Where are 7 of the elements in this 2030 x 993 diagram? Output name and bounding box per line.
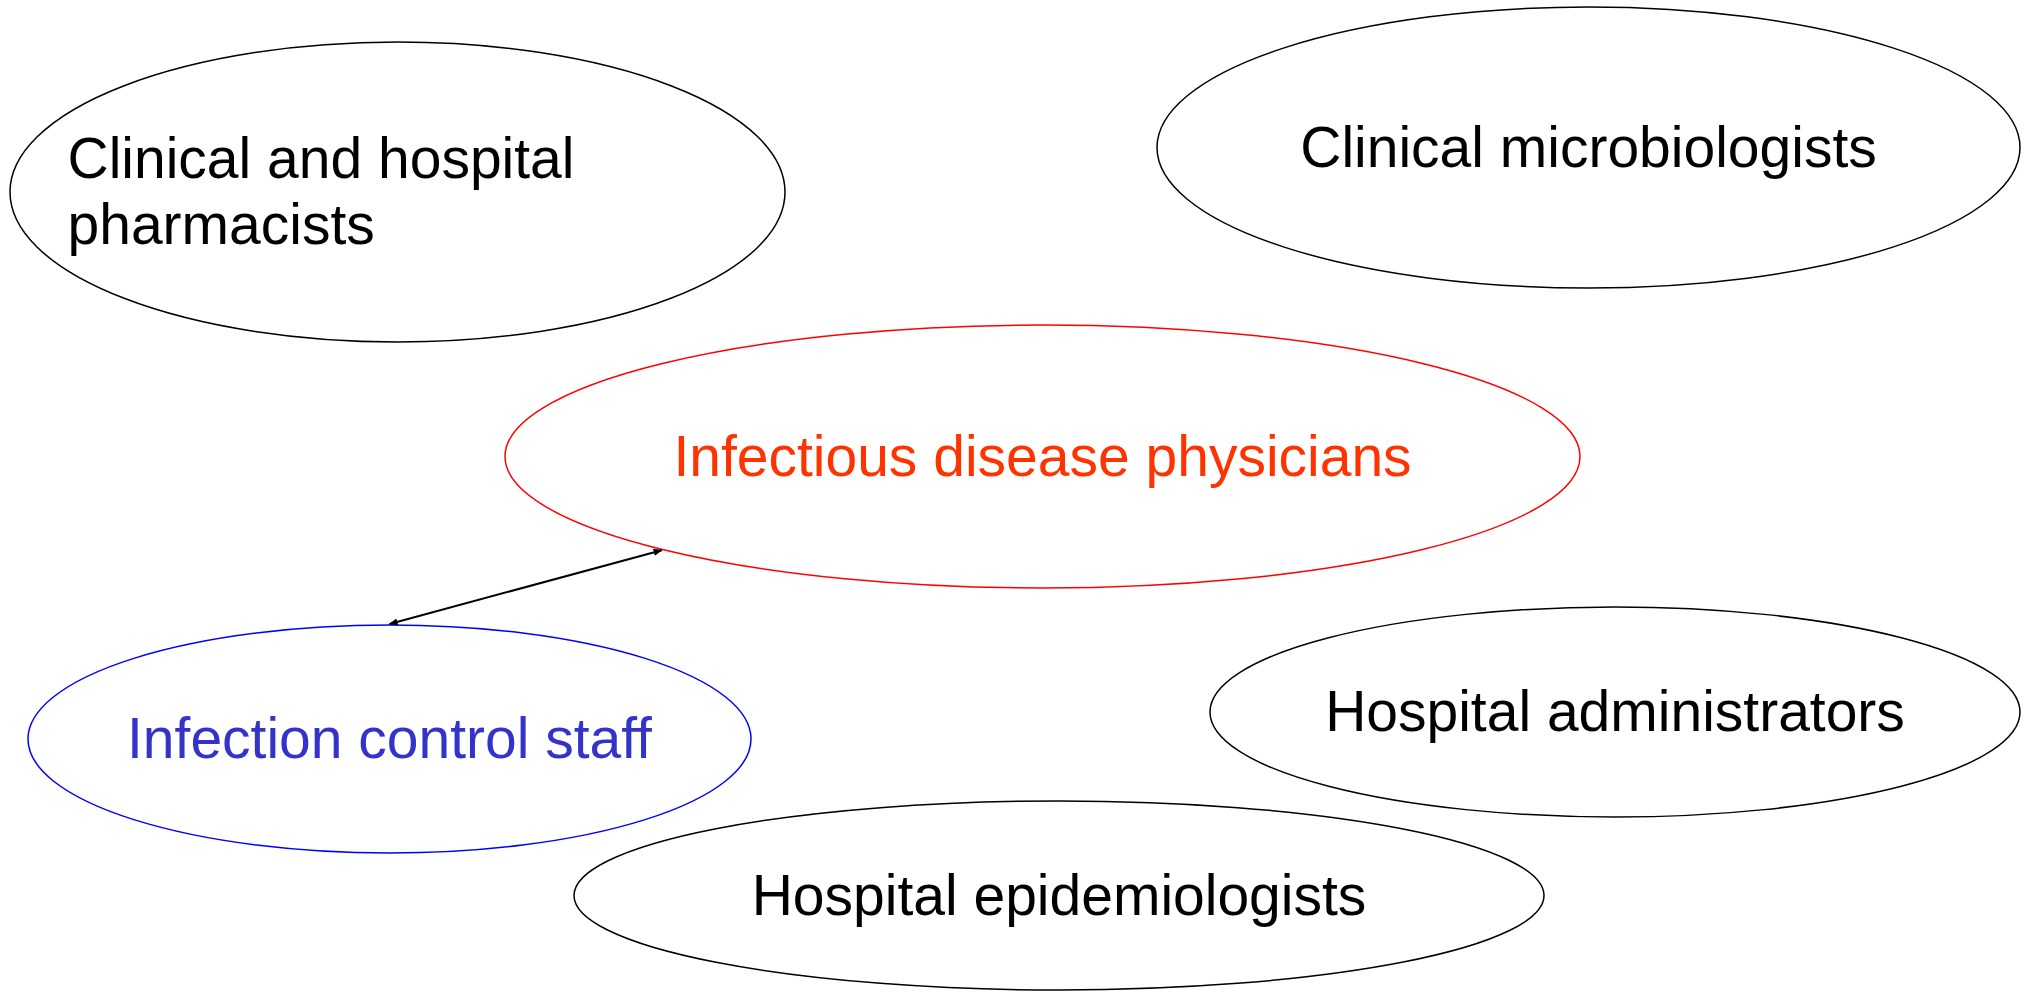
node-label: Infection control staff — [126, 706, 653, 772]
node-label: Infectious disease physicians — [672, 423, 1413, 490]
double-arrow — [388, 548, 663, 626]
node-label: Clinical microbiologists — [1299, 114, 1878, 181]
node-label: Hospital administrators — [1324, 679, 1906, 745]
node-label: Hospital epidemiologists — [750, 862, 1368, 929]
node-label: Clinical and hospital pharmacists — [67, 126, 576, 258]
